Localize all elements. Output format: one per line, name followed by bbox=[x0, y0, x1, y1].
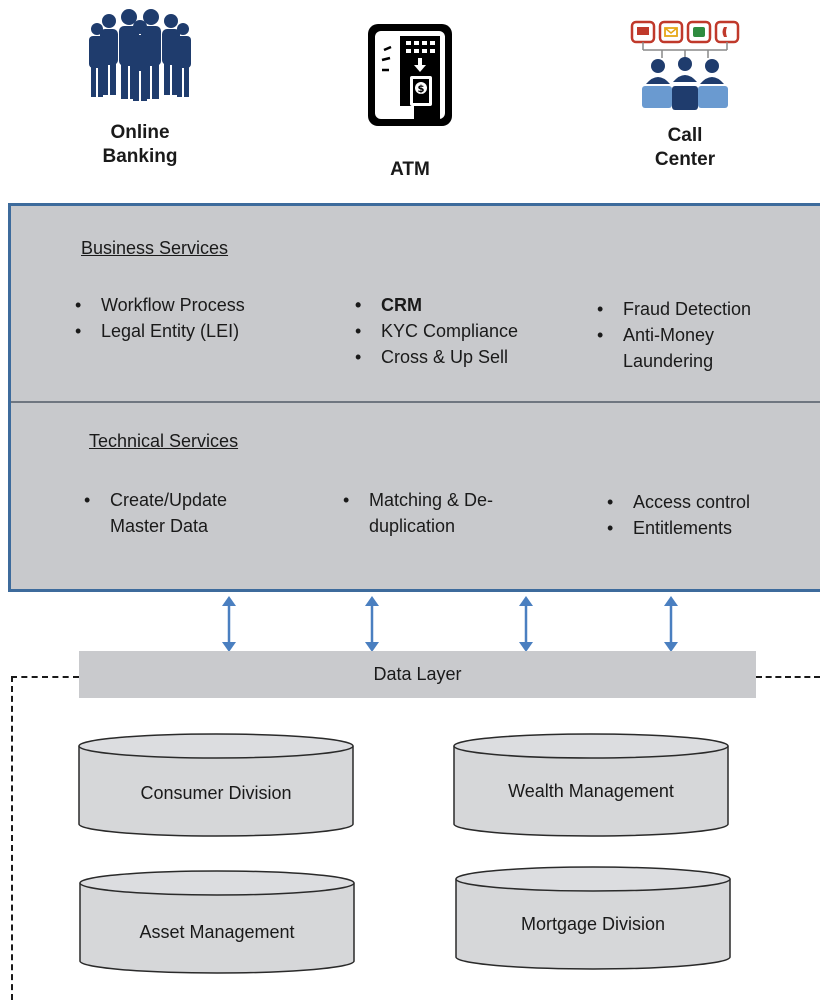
channel-online-banking: Online Banking bbox=[60, 5, 220, 169]
technical-services-col1: Create/Update Master Data bbox=[84, 487, 304, 539]
database-label: Consumer Division bbox=[140, 783, 292, 803]
database-mortgage-division: Mortgage Division bbox=[455, 866, 731, 970]
list-item: Legal Entity (LEI) bbox=[75, 318, 315, 344]
list-item: Access control bbox=[607, 489, 817, 515]
dashed-boundary bbox=[11, 676, 79, 678]
list-item: Matching & De- duplication bbox=[343, 487, 573, 539]
dashed-boundary bbox=[11, 676, 13, 1000]
dashed-boundary bbox=[756, 676, 820, 678]
double-arrow-icon bbox=[365, 596, 379, 652]
list-item: Entitlements bbox=[607, 515, 817, 541]
online-banking-label: Online Banking bbox=[102, 122, 178, 167]
double-arrow-icon bbox=[222, 596, 236, 652]
list-item: Cross & Up Sell bbox=[355, 344, 585, 370]
data-layer-label: Data Layer bbox=[373, 664, 462, 684]
services-panel: Business Services Workflow Process Legal… bbox=[8, 203, 820, 592]
database-label: Asset Management bbox=[139, 922, 295, 942]
business-services-col2: CRM KYC Compliance Cross & Up Sell bbox=[355, 292, 585, 370]
people-group-icon bbox=[89, 9, 191, 101]
database-cylinder-icon bbox=[79, 870, 355, 974]
double-arrow-icon bbox=[664, 596, 678, 652]
technical-services-col3: Access control Entitlements bbox=[607, 489, 817, 541]
panel-divider bbox=[11, 401, 820, 403]
list-item: Create/Update Master Data bbox=[84, 487, 304, 539]
database-label: Wealth Management bbox=[508, 781, 674, 801]
database-label: Mortgage Division bbox=[520, 914, 666, 934]
business-services-col3: Fraud Detection Anti-Money Laundering bbox=[597, 296, 817, 374]
technical-services-title: Technical Services bbox=[89, 431, 239, 451]
call-center-icon bbox=[630, 20, 740, 110]
technical-services-col2: Matching & De- duplication bbox=[343, 487, 573, 539]
database-cylinder-icon bbox=[78, 733, 354, 837]
database-cylinder-icon bbox=[453, 733, 729, 837]
channel-atm: $ ATM bbox=[340, 20, 480, 182]
list-item: Workflow Process bbox=[75, 292, 315, 318]
data-layer-bar: Data Layer bbox=[79, 651, 756, 698]
call-center-label: Call Center bbox=[654, 125, 716, 170]
channel-call-center: Call Center bbox=[615, 18, 755, 172]
atm-label: ATM bbox=[390, 159, 430, 180]
list-item: Anti-Money Laundering bbox=[597, 322, 817, 374]
database-asset-management: Asset Management bbox=[79, 870, 355, 974]
database-consumer-division: Consumer Division bbox=[78, 733, 354, 837]
list-item: Fraud Detection bbox=[597, 296, 817, 322]
double-arrow-icon bbox=[519, 596, 533, 652]
business-services-col1: Workflow Process Legal Entity (LEI) bbox=[75, 292, 315, 344]
list-item: KYC Compliance bbox=[355, 318, 585, 344]
svg-text:$: $ bbox=[418, 84, 425, 95]
atm-machine-icon: $ bbox=[368, 24, 452, 126]
business-services-title: Business Services bbox=[81, 238, 229, 258]
database-cylinder-icon bbox=[455, 866, 731, 970]
list-item: CRM bbox=[355, 292, 585, 318]
database-wealth-management: Wealth Management bbox=[453, 733, 729, 837]
